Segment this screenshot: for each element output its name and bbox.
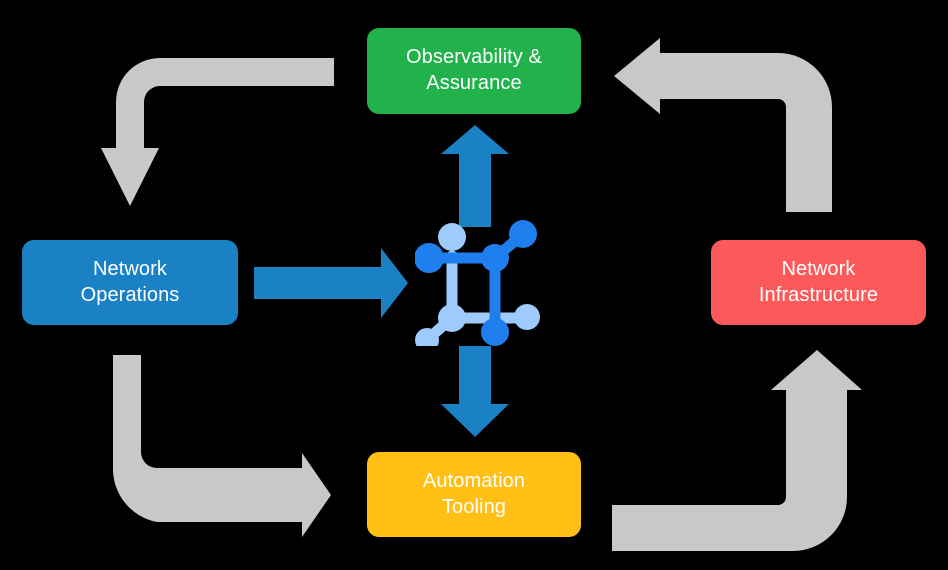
node-box-network-infrastructure[interactable]: Network Infrastructure <box>711 240 926 325</box>
connector-center-to-observability <box>441 125 509 227</box>
node-box-observability[interactable]: Observability & Assurance <box>367 28 581 114</box>
connector-center-to-automation <box>441 346 509 437</box>
connector-observability-to-ops <box>101 58 334 206</box>
network-topology-icon <box>415 220 540 346</box>
connector-infrastructure-to-observability <box>614 38 832 212</box>
node-box-network-operations[interactable]: Network Operations <box>22 240 238 325</box>
connector-automation-to-infrastructure <box>612 350 862 551</box>
connector-ops-to-automation <box>112 355 331 537</box>
node-box-automation-tooling[interactable]: Automation Tooling <box>367 452 581 537</box>
connector-ops-to-center <box>254 248 408 318</box>
